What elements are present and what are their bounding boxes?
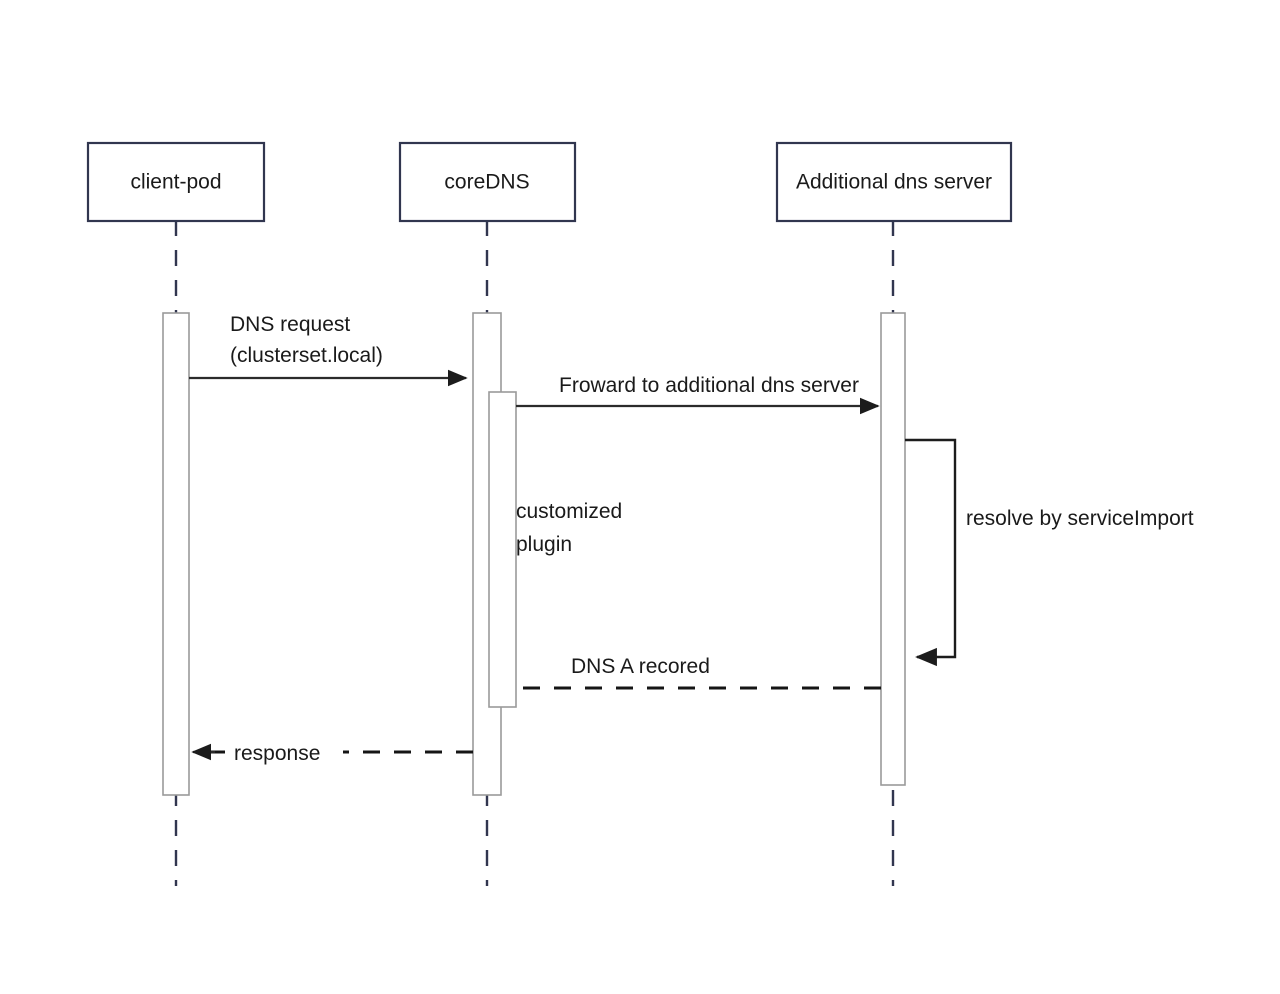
- participant-label-client-pod: client-pod: [130, 171, 221, 194]
- participant-label-coredns: coreDNS: [444, 171, 529, 194]
- participant-label-additional-dns: Additional dns server: [796, 171, 992, 194]
- message-label-response: response: [234, 742, 320, 765]
- message-dns-request[interactable]: DNS request (clusterset.local): [189, 313, 468, 387]
- activation-bars-group: [162, 312, 906, 796]
- activation-bar-coredns-inner: [488, 391, 517, 708]
- participant-box-additional-dns[interactable]: [775, 141, 1013, 223]
- message-arrow-resolve-by-serviceimport[interactable]: [905, 438, 957, 667]
- activation-bar-additional-dns: [880, 312, 906, 786]
- participant-client-pod[interactable]: client-pod: [86, 141, 266, 223]
- note-customized-plugin: customized plugin: [516, 500, 622, 556]
- note-label-customized-plugin-line2: plugin: [516, 533, 572, 556]
- message-label-forward-to-additional: Froward to additional dns server: [559, 374, 859, 397]
- message-label-backdrop-response: [230, 736, 343, 768]
- message-label-dns-request-line1: DNS request: [230, 313, 350, 336]
- activation-bar-client-pod: [162, 312, 190, 796]
- message-label-dns-a-record: DNS A recored: [571, 655, 710, 678]
- participant-box-client-pod[interactable]: [86, 141, 266, 223]
- message-response[interactable]: response: [191, 736, 473, 768]
- participant-coredns[interactable]: coreDNS: [398, 141, 577, 223]
- note-label-customized-plugin-line1: customized: [516, 500, 622, 523]
- message-label-resolve-by-serviceimport: resolve by serviceImport: [966, 507, 1194, 530]
- participant-additional-dns[interactable]: Additional dns server: [775, 141, 1013, 223]
- message-resolve-by-serviceimport[interactable]: resolve by serviceImport: [905, 438, 1194, 667]
- message-dns-a-record[interactable]: DNS A recored: [516, 655, 881, 690]
- message-label-dns-request-line2: (clusterset.local): [230, 344, 383, 367]
- message-forward-to-additional[interactable]: Froward to additional dns server: [516, 374, 880, 415]
- participant-box-coredns[interactable]: [398, 141, 577, 223]
